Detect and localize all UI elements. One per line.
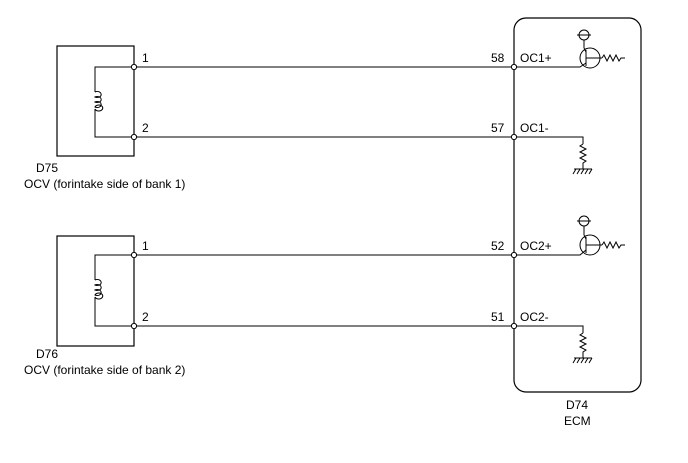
signal-label: OC2+ [520, 239, 552, 253]
connector-pin [510, 322, 518, 330]
wire-oc1-minus: 2 57 OC1- [130, 121, 549, 141]
d75-body [56, 45, 135, 157]
d76-body [56, 235, 135, 347]
signal-label: OC1+ [520, 51, 552, 65]
connector-pin [510, 251, 518, 259]
pin-label: 2 [142, 310, 149, 324]
pin-label: 2 [142, 121, 149, 135]
connector-pin [130, 63, 138, 71]
pin-label: 58 [491, 51, 505, 65]
coil-icon [93, 66, 134, 138]
ecm-name: ECM [564, 414, 591, 428]
wire-oc2-plus: 1 52 OC2+ [130, 239, 552, 259]
connector-pin [130, 133, 138, 141]
connector-pin [130, 322, 138, 330]
connector-pin [130, 251, 138, 259]
component-ecm: D74 ECM [513, 17, 642, 428]
signal-label: OC2- [520, 310, 549, 324]
signal-label: OC1- [520, 121, 549, 135]
connector-pin [510, 133, 518, 141]
d75-name: OCV (forintake side of bank 1) [24, 177, 185, 191]
pin-label: 57 [491, 121, 505, 135]
connector-pin [510, 63, 518, 71]
ground-resistor-icon [514, 325, 593, 364]
pin-label: 1 [142, 239, 149, 253]
wire-oc2-minus: 2 51 OC2- [130, 310, 549, 330]
transistor-icon [514, 29, 625, 69]
d75-code: D75 [36, 161, 58, 175]
ground-resistor-icon [514, 136, 593, 175]
coil-icon [93, 254, 134, 327]
pin-label: 51 [491, 310, 505, 324]
ecm-body [513, 17, 642, 393]
wire-oc1-plus: 1 58 OC1+ [130, 51, 552, 71]
d76-name: OCV (forintake side of bank 2) [24, 363, 185, 377]
pin-label: 1 [142, 51, 149, 65]
ecm-code: D74 [566, 398, 588, 412]
transistor-icon [514, 215, 625, 256]
component-d75: D75 OCV (forintake side of bank 1) [24, 45, 185, 191]
d76-code: D76 [36, 347, 58, 361]
pin-label: 52 [491, 239, 505, 253]
component-d76: D76 OCV (forintake side of bank 2) [24, 235, 185, 377]
